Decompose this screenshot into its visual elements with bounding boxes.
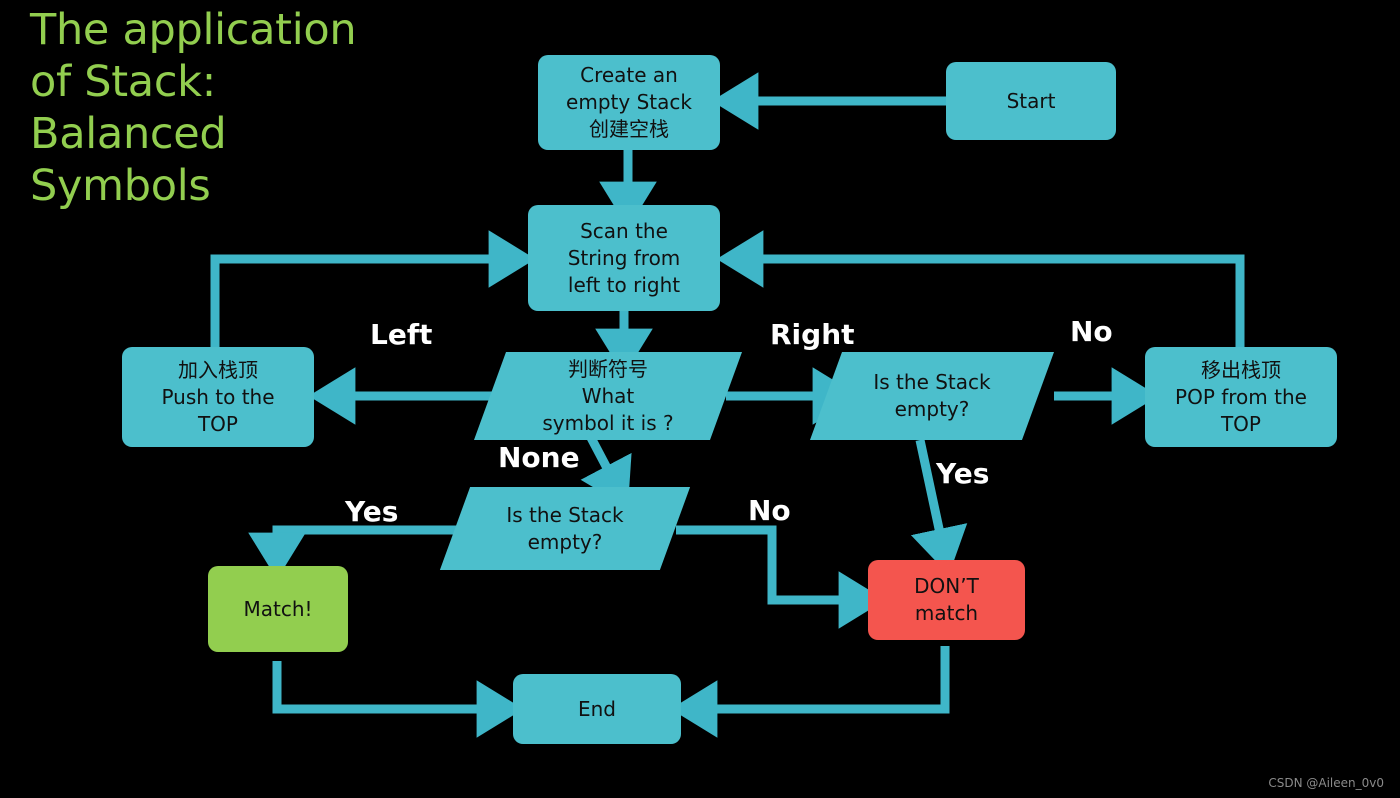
node-match[interactable]: Match! [208,566,348,652]
watermark: CSDN @Aileen_0v0 [1268,776,1384,790]
edge-dontmatch-to-end [670,646,950,738]
edge-symbol-to-empty-bottom [580,429,632,508]
edge-emptybottom-to-match [248,525,470,580]
node-push-top[interactable]: 加入栈顶 Push to the TOP [122,347,314,447]
node-what-symbol[interactable]: 判断符号 What symbol it is ? [473,352,743,440]
node-pop-top[interactable]: 移出栈顶 POP from the TOP [1145,347,1337,447]
node-dont-match[interactable]: DON’T match [868,560,1025,640]
edge-label-yes-bottom: Yes [345,495,399,528]
node-push-top-label: 加入栈顶 Push to the TOP [161,357,275,436]
node-end[interactable]: End [513,674,681,744]
node-scan-string[interactable]: Scan the String from left to right [528,205,720,311]
edge-label-no-top: No [1070,315,1113,348]
node-is-stack-empty-bottom[interactable]: Is the Stack empty? [439,487,691,570]
node-what-symbol-label: 判断符号 What symbol it is ? [542,356,674,435]
node-match-label: Match! [243,596,313,621]
edge-match-to-end [272,661,524,738]
node-start-label: Start [1006,88,1056,113]
node-pop-top-label: 移出栈顶 POP from the TOP [1175,357,1307,436]
node-create-stack-label: Create an empty Stack 创建空栈 [566,63,692,141]
edge-label-left: Left [370,318,433,351]
node-is-stack-empty-right-label: Is the Stack empty? [873,370,991,421]
node-scan-string-label: Scan the String from left to right [567,218,681,297]
edge-label-no-bottom: No [748,494,791,527]
node-is-stack-empty-right[interactable]: Is the Stack empty? [809,352,1055,440]
node-create-stack[interactable]: Create an empty Stack 创建空栈 [538,55,720,150]
edge-emptybottom-to-dontmatch [676,525,886,629]
node-end-label: End [577,696,616,721]
node-dont-match-label: DON’T match [914,574,979,625]
node-is-stack-empty-bottom-label: Is the Stack empty? [506,502,624,554]
edge-label-right: Right [770,318,855,351]
edge-label-none: None [498,441,580,474]
edge-pop-to-scan [716,230,1245,350]
page-title: The application of Stack: Balanced Symbo… [30,5,357,211]
edge-push-to-scan [210,230,536,350]
node-start[interactable]: Start [946,62,1116,140]
edge-emptyright-to-dontmatch [910,439,968,575]
edge-label-yes-top: Yes [936,457,990,490]
